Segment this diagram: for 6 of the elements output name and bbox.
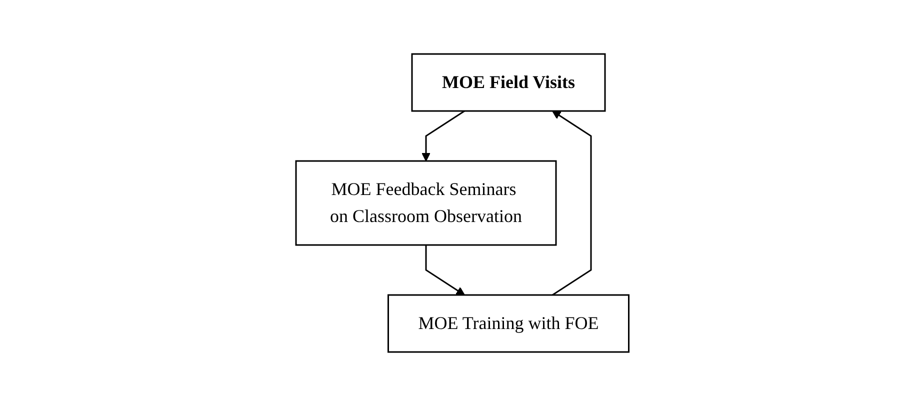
arrow <box>552 110 592 296</box>
arrow <box>421 110 465 161</box>
arrow <box>424 244 465 295</box>
node-box: MOE Training with FOE <box>387 294 630 352</box>
node-box: MOE Field Visits <box>410 52 606 112</box>
node-box: MOE Feedback Seminars on Classroom Observation <box>294 160 556 246</box>
